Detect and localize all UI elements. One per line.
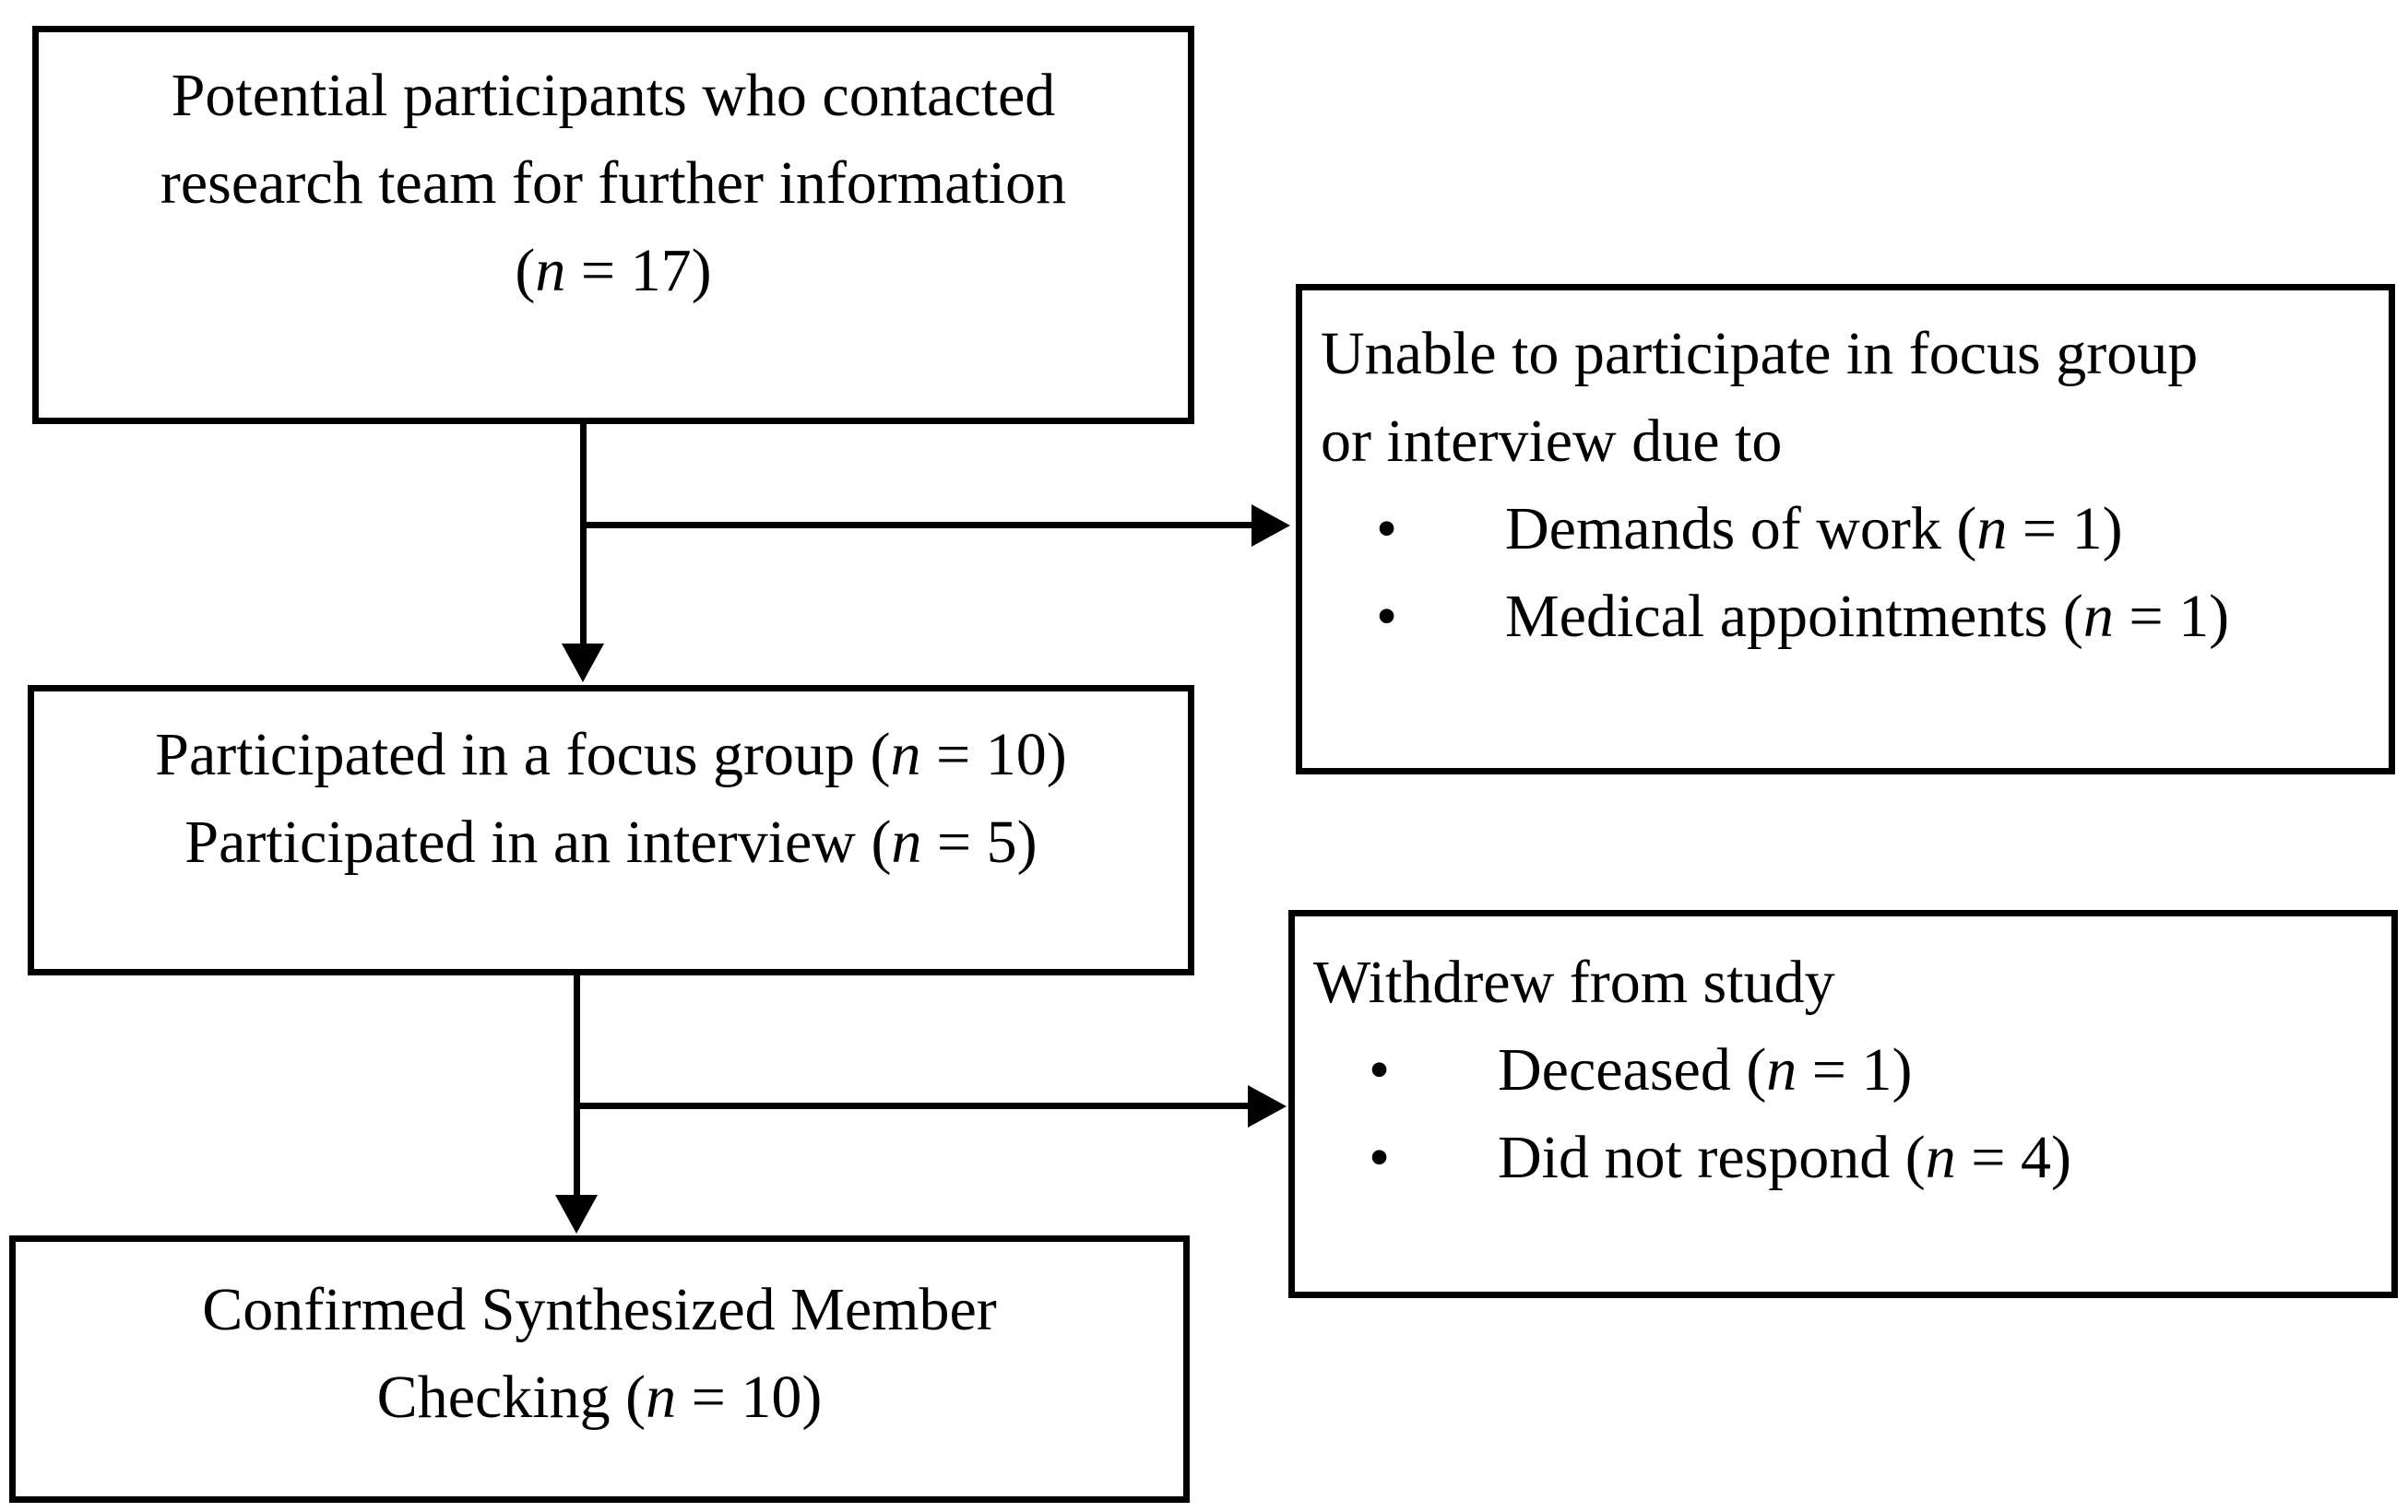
box-text-line: Participated in an interview (n = 5) xyxy=(184,809,1038,876)
arrow-down-icon xyxy=(562,644,604,682)
connector-branch-withdrew xyxy=(574,1103,1250,1109)
box-text-line: Potential participants who contacted xyxy=(171,62,1056,129)
bullet-icon: • xyxy=(1369,1036,1391,1104)
box-text-line: Unable to participate in focus group xyxy=(1321,320,2199,387)
arrow-down-icon xyxy=(555,1195,598,1234)
list-item: • Deceased (n = 1) xyxy=(1313,1026,2382,1114)
box-confirmed-member-checking: Confirmed Synthesized Member Checking (n… xyxy=(9,1235,1190,1503)
bullet-icon: • xyxy=(1376,495,1398,562)
box-unable-to-participate: Unable to participate in focus group or … xyxy=(1296,284,2395,774)
list-item: • Demands of work (n = 1) xyxy=(1321,485,2379,573)
box-text-line: Confirmed Synthesized Member xyxy=(202,1276,997,1343)
bullet-text: Deceased (n = 1) xyxy=(1498,1036,1913,1104)
box-potential-participants: Potential participants who contacted res… xyxy=(32,26,1194,424)
box-text-line: Withdrew from study xyxy=(1313,949,1835,1016)
bullet-text: Did not respond (n = 4) xyxy=(1498,1124,2071,1191)
box-text-line: research team for further information xyxy=(160,149,1067,217)
bullet-icon: • xyxy=(1369,1124,1391,1191)
box-withdrew-from-study: Withdrew from study • Deceased (n = 1) •… xyxy=(1288,910,2398,1298)
arrow-right-icon xyxy=(1251,504,1290,547)
box-text-line: or interview due to xyxy=(1321,408,1783,475)
box-participated: Participated in a focus group (n = 10) P… xyxy=(28,685,1194,975)
bullet-text: Demands of work (n = 1) xyxy=(1505,495,2123,562)
bullet-icon: • xyxy=(1376,583,1398,650)
bullet-text: Medical appointments (n = 1) xyxy=(1505,583,2230,650)
list-item: • Medical appointments (n = 1) xyxy=(1321,573,2379,660)
box-text-line: Checking (n = 10) xyxy=(376,1364,823,1431)
box-text-line: (n = 17) xyxy=(515,237,712,304)
connector-vertical-top xyxy=(580,424,587,647)
connector-branch-unable xyxy=(580,522,1253,528)
arrow-right-icon xyxy=(1248,1085,1287,1128)
connector-vertical-bottom xyxy=(574,973,580,1199)
list-item: • Did not respond (n = 4) xyxy=(1313,1114,2382,1201)
box-text-line: Participated in a focus group (n = 10) xyxy=(155,721,1067,788)
